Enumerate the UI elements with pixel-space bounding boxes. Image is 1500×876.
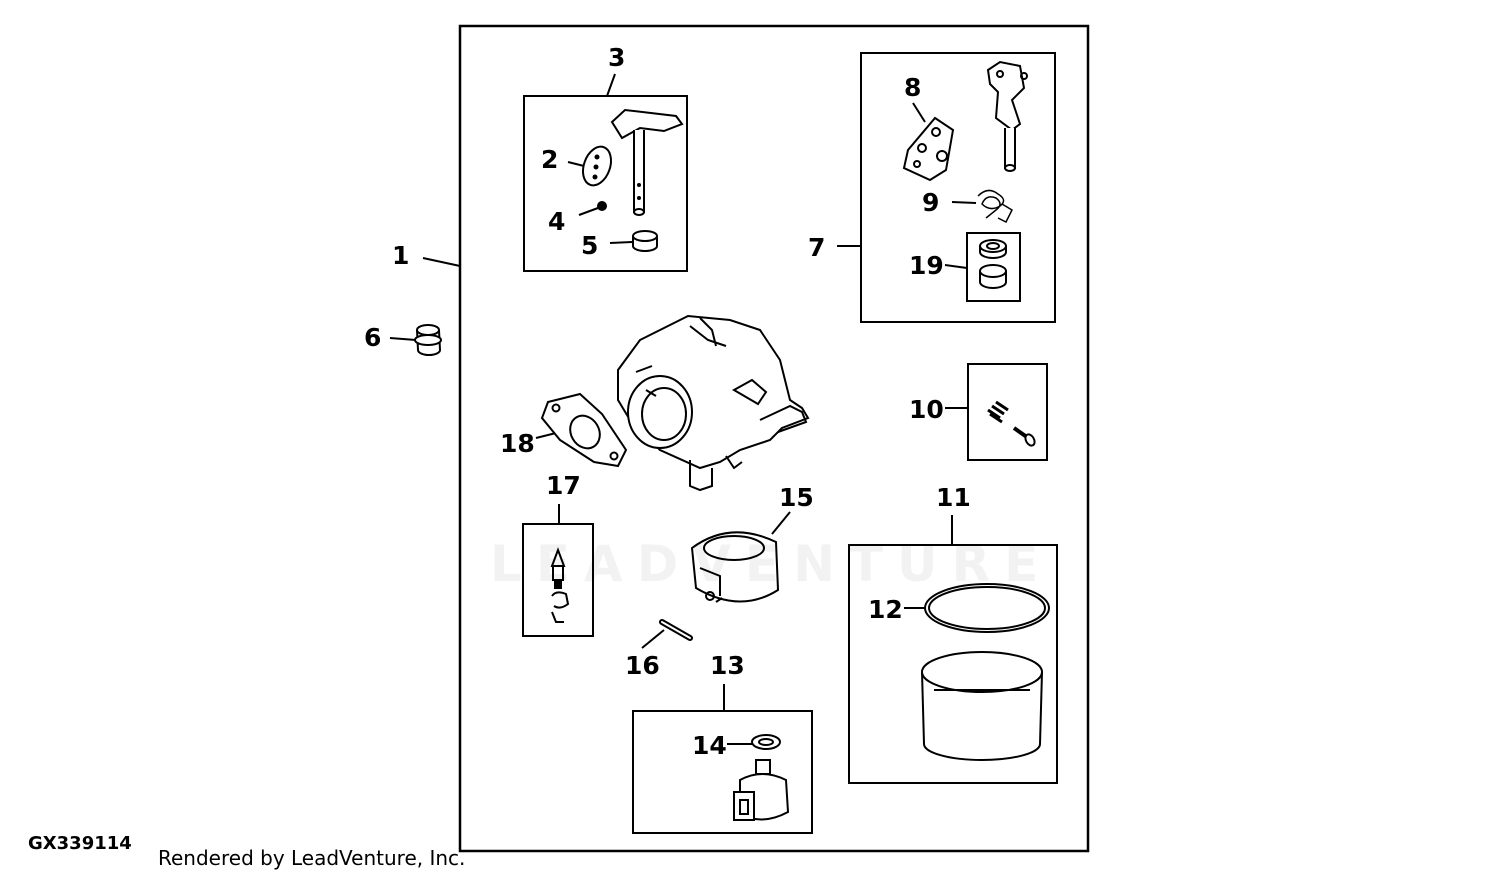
callout-1: 1 xyxy=(392,241,410,270)
callout-10: 10 xyxy=(909,395,944,424)
grommet xyxy=(414,324,442,356)
leader-1 xyxy=(422,257,461,267)
leader-9 xyxy=(951,201,977,204)
callout-13: 13 xyxy=(710,651,745,680)
choke-plate xyxy=(581,145,613,187)
choke-shaft xyxy=(610,108,684,216)
choke-bushing xyxy=(632,230,658,252)
leader-16 xyxy=(641,629,665,649)
callout-6: 6 xyxy=(364,323,382,352)
leader-2 xyxy=(567,161,585,167)
solenoid-kit-box xyxy=(632,710,813,834)
fuel-solenoid xyxy=(733,759,790,821)
solenoid-washer xyxy=(751,734,781,750)
leader-4 xyxy=(578,207,599,216)
leader-3 xyxy=(606,73,616,97)
leader-15 xyxy=(771,511,791,535)
throttle-gasket xyxy=(902,116,955,182)
choke-screw xyxy=(597,201,607,211)
idle-screw-kit-box xyxy=(967,363,1048,461)
callout-3: 3 xyxy=(608,43,626,72)
carburetor-float xyxy=(690,531,780,603)
callout-17: 17 xyxy=(546,471,581,500)
leader-5 xyxy=(609,241,633,244)
float-bowl xyxy=(921,651,1043,761)
callout-16: 16 xyxy=(625,651,660,680)
leader-8 xyxy=(912,102,926,123)
intake-gasket xyxy=(540,392,628,468)
callout-7: 7 xyxy=(808,233,826,262)
shaft-seal-lower xyxy=(979,264,1007,289)
leader-6 xyxy=(389,337,417,341)
render-credit: Rendered by LeadVenture, Inc. xyxy=(158,846,466,870)
inlet-needle xyxy=(550,547,570,623)
callout-9: 9 xyxy=(922,188,940,217)
figure-id: GX339114 xyxy=(28,833,132,854)
idle-screw xyxy=(987,400,1036,447)
throttle-kit-box xyxy=(860,52,1056,323)
bowl-o-ring xyxy=(924,583,1050,633)
carburetor-body xyxy=(617,314,810,492)
callout-4: 4 xyxy=(548,207,566,236)
callout-5: 5 xyxy=(581,231,599,260)
throttle-shaft xyxy=(986,60,1028,172)
callout-12: 12 xyxy=(868,595,903,624)
callout-18: 18 xyxy=(500,429,535,458)
callout-14: 14 xyxy=(692,731,727,760)
leader-19 xyxy=(944,264,968,269)
callout-8: 8 xyxy=(904,73,922,102)
shaft-seal-upper xyxy=(979,239,1007,259)
callout-15: 15 xyxy=(779,483,814,512)
throttle-spring xyxy=(977,189,1013,224)
callout-19: 19 xyxy=(909,251,944,280)
callout-2: 2 xyxy=(541,145,559,174)
callout-11: 11 xyxy=(936,483,971,512)
watermark: LEADVENTURE xyxy=(490,535,1053,593)
choke-shaft-kit-box xyxy=(523,95,688,272)
carburetor-kit-frame xyxy=(458,24,1090,853)
